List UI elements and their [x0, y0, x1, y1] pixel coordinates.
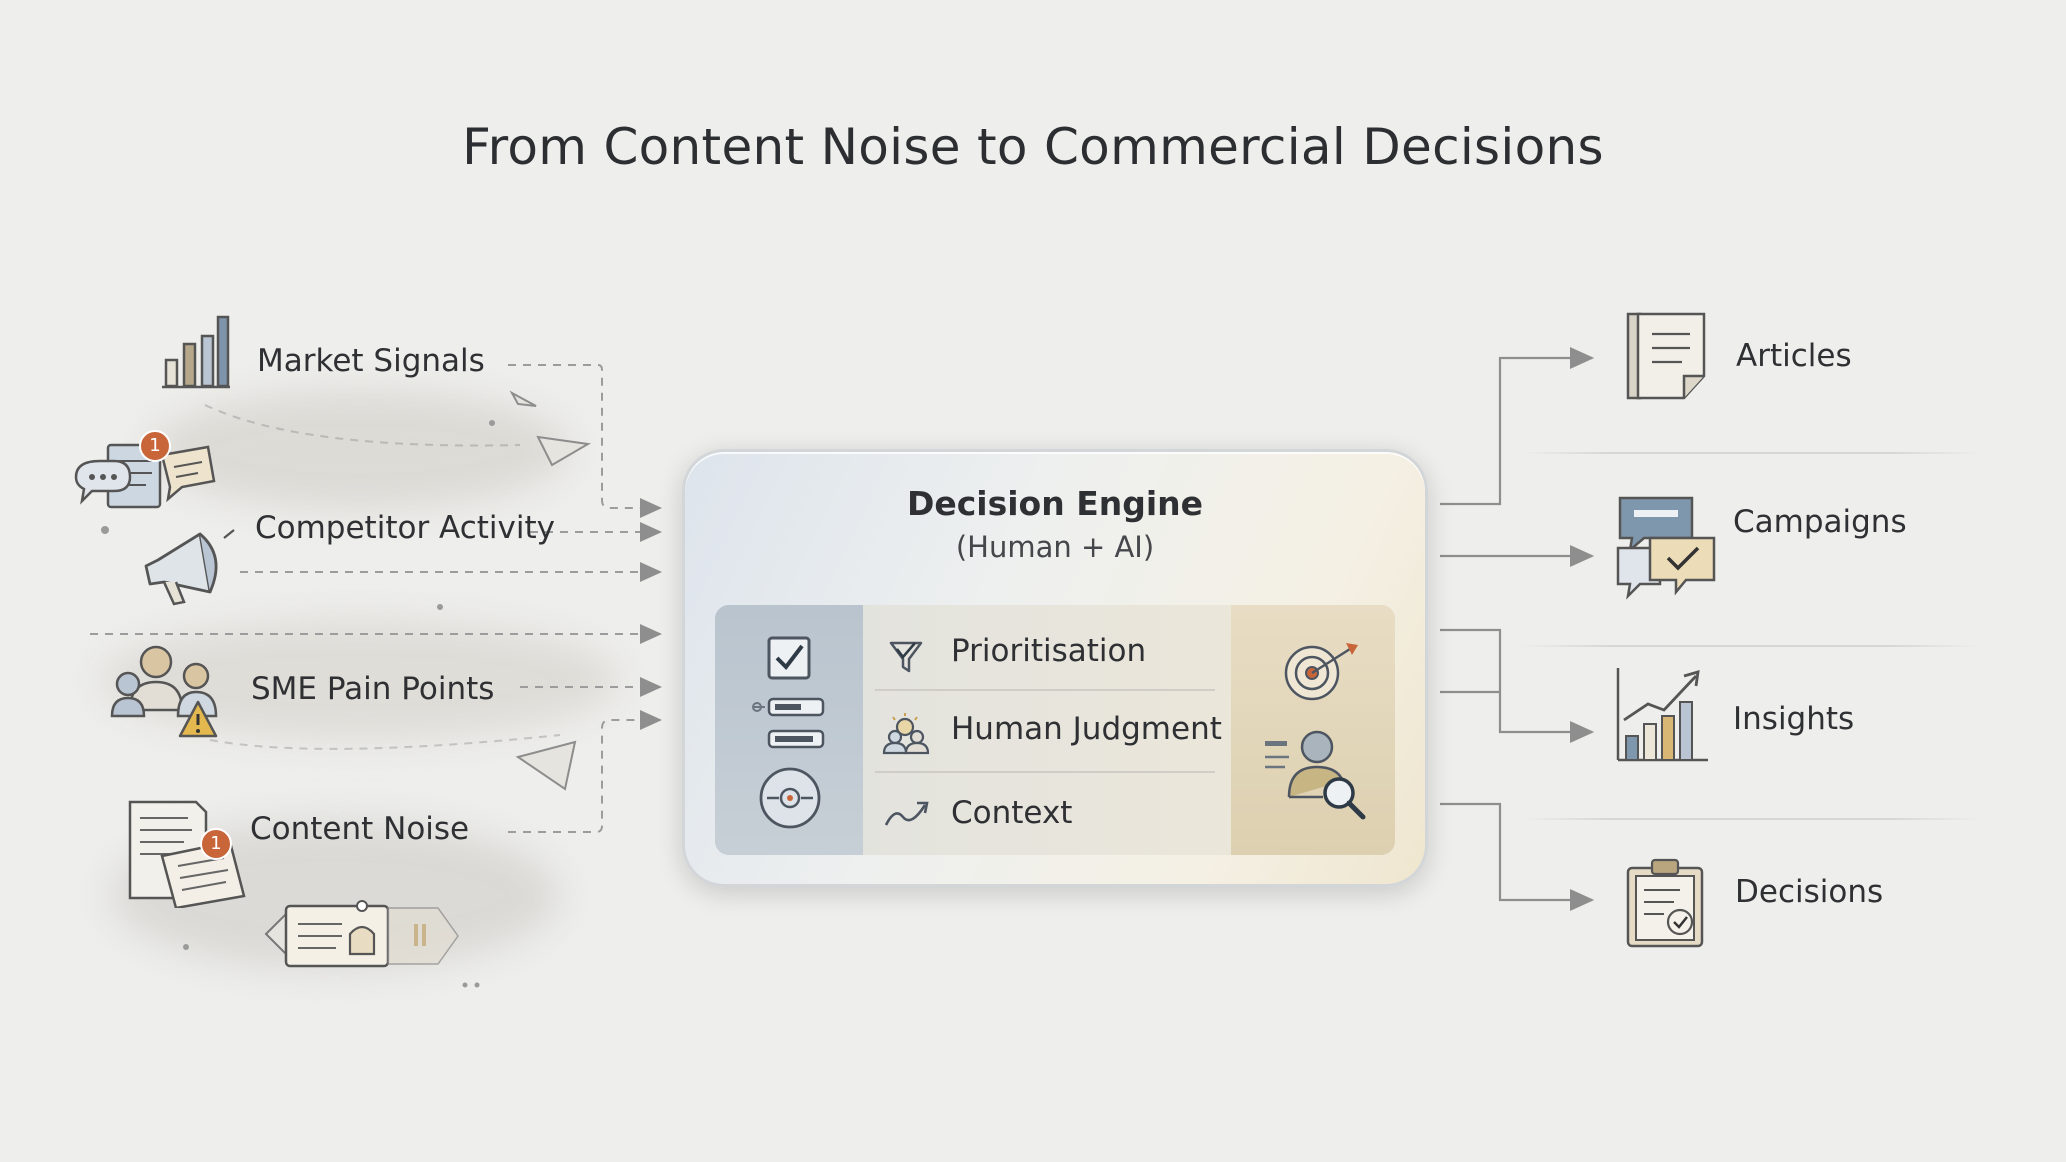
- people-idea-icon: [881, 711, 933, 755]
- output-divider-3: [1520, 818, 1980, 820]
- notification-card-icon: [262, 898, 462, 970]
- chat-documents-icon: [70, 425, 220, 515]
- input-label-sme-pain-points: SME Pain Points: [251, 671, 495, 707]
- noise-haze-1: [150, 390, 570, 510]
- engine-row-prioritisation: Prioritisation: [951, 633, 1147, 669]
- output-label-decisions: Decisions: [1735, 874, 1884, 910]
- bar-chart-icon: [160, 312, 232, 390]
- engine-row-context: Context: [951, 795, 1073, 831]
- checkbox-icon: [766, 635, 812, 681]
- megaphone-icon: [134, 520, 244, 610]
- engine-title: Decision Engine: [906, 484, 1204, 523]
- output-divider-1: [1520, 452, 1980, 454]
- input-label-market-signals: Market Signals: [257, 343, 485, 379]
- row-divider-1: [875, 689, 1215, 691]
- growth-chart-icon: [1614, 666, 1710, 764]
- row-divider-2: [875, 771, 1215, 773]
- target-dial-icon: [757, 765, 823, 831]
- output-label-campaigns: Campaigns: [1733, 504, 1907, 540]
- output-label-insights: Insights: [1733, 701, 1855, 737]
- engine-panel-middle: [863, 605, 1231, 855]
- diagram-title: From Content Noise to Commercial Decisio…: [462, 118, 1604, 176]
- input-label-content-noise: Content Noise: [250, 811, 470, 847]
- people-warning-icon: [108, 640, 228, 740]
- chat-check-icon: [1614, 494, 1718, 600]
- engine-row-human-judgment: Human Judgment: [951, 711, 1222, 747]
- slider-toggle-icon: [751, 693, 831, 755]
- output-divider-2: [1520, 645, 1980, 647]
- input-label-competitor-activity: Competitor Activity: [255, 510, 555, 546]
- badge-count-2: 1: [210, 833, 222, 854]
- notification-badge-2: 1: [200, 828, 232, 860]
- documents-icon: [122, 798, 252, 910]
- decision-engine-card: Decision Engine (Human + AI): [682, 449, 1428, 887]
- person-magnifier-icon: [1263, 727, 1373, 821]
- badge-count: 1: [149, 435, 161, 456]
- engine-panel: Prioritisation Human Judgment Context: [715, 605, 1395, 855]
- output-label-articles: Articles: [1736, 338, 1852, 374]
- funnel-check-icon: [887, 637, 925, 675]
- target-icon: [1280, 639, 1362, 703]
- clipboard-check-icon: [1624, 858, 1706, 950]
- notification-badge: 1: [139, 430, 171, 462]
- article-icon: [1624, 310, 1708, 402]
- trend-arrow-icon: [883, 797, 931, 831]
- engine-subtitle: (Human + AI): [955, 530, 1155, 564]
